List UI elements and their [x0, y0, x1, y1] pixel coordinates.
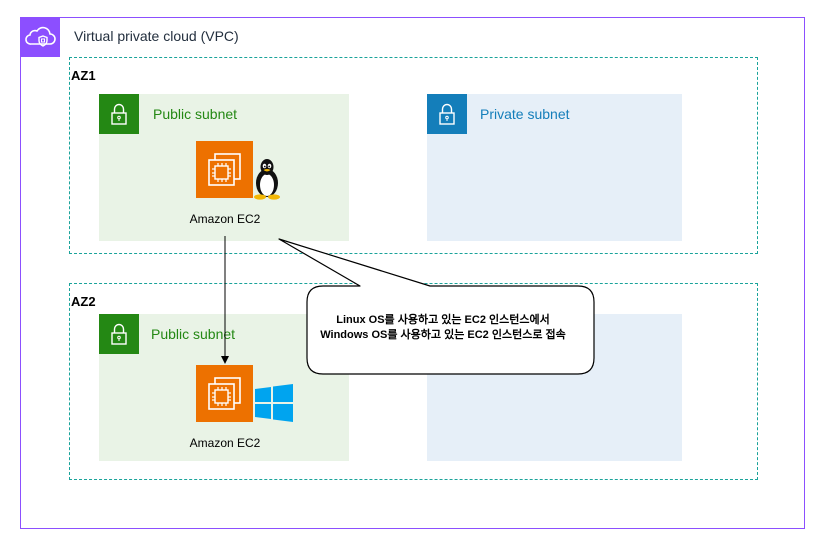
az2-label: AZ2 — [71, 294, 96, 309]
private-subnet-label: Private subnet — [480, 106, 570, 122]
linux-tux-icon — [254, 158, 280, 200]
ec2-icon[interactable] — [196, 141, 253, 198]
private-subnet-az1 — [427, 94, 682, 241]
vpc-cloud-icon — [20, 17, 60, 57]
public-subnet-label: Public subnet — [151, 326, 236, 342]
public-subnet-label: Public subnet — [153, 106, 238, 122]
lock-icon — [427, 94, 467, 134]
callout-text: Linux OS를 사용하고 있는 EC2 인스턴스에서 Windows OS를… — [320, 314, 566, 341]
vpc-boundary — [20, 17, 805, 529]
lock-icon — [99, 314, 139, 354]
ec2-label: Amazon EC2 — [189, 212, 261, 226]
vpc-title: Virtual private cloud (VPC) — [74, 28, 239, 44]
ec2-label: Amazon EC2 — [189, 436, 261, 450]
windows-logo-icon — [254, 383, 294, 423]
ec2-icon[interactable] — [196, 365, 253, 422]
lock-icon — [99, 94, 139, 134]
az1-boundary — [69, 57, 758, 254]
az1-label: AZ1 — [71, 68, 96, 83]
